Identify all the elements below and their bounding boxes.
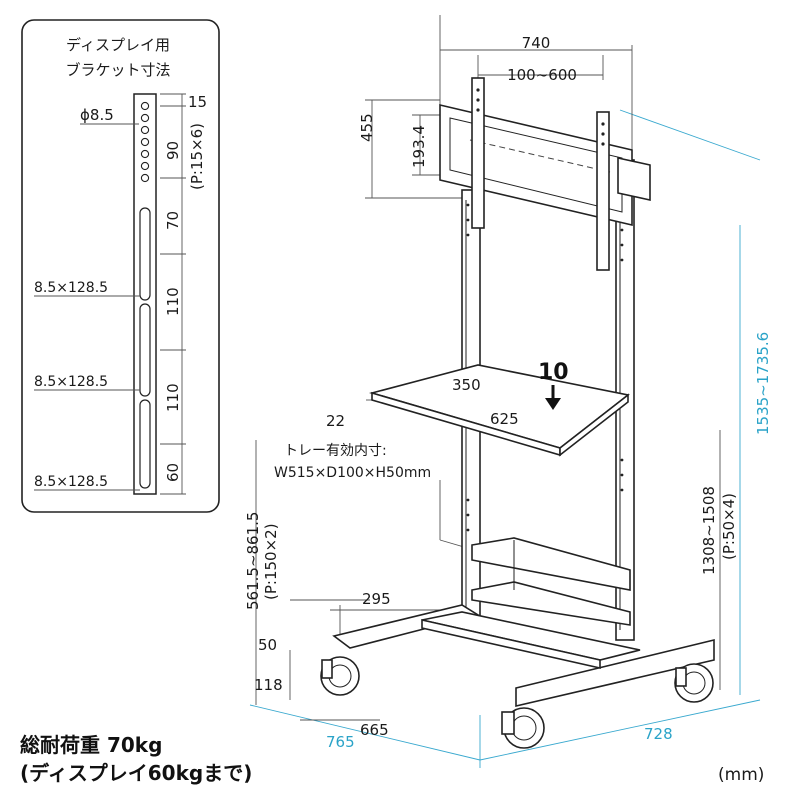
dim-shelf-height: 561.5~861.5	[244, 512, 262, 610]
dim-base-728: 728	[644, 725, 673, 743]
tray-label-line1: トレー有効内寸:	[284, 443, 387, 459]
dim-total-height: 1535~1735.6	[754, 332, 772, 435]
bracket-top-offset: 15	[188, 93, 207, 111]
unit-label: (mm)	[718, 765, 764, 785]
bracket-title-line1: ディスプレイ用	[66, 36, 170, 54]
bracket-title-line2: ブラケット寸法	[65, 61, 170, 79]
base-dimension-lines	[249, 109, 761, 768]
bracket-holes-pitch: (P:15×6)	[188, 123, 206, 190]
bracket-slot-label-3: 8.5×128.5	[34, 474, 108, 490]
left-vesa-bracket	[471, 77, 485, 229]
load-arrow-icon	[545, 398, 561, 410]
dim-width-740: 740	[522, 34, 551, 52]
bracket-hole-label: ϕ8.5	[80, 106, 114, 124]
bracket-slot-3	[139, 399, 151, 489]
total-load-line1: 総耐荷重 70kg	[20, 733, 162, 757]
bracket-panel: ディスプレイ用 ブラケット寸法 15 90	[21, 19, 220, 513]
dim-mount-height: 1308~1508	[700, 486, 718, 575]
stand-drawing	[249, 15, 761, 768]
bracket-gap-3: 110	[164, 383, 182, 412]
bracket-gap-1: 70	[164, 211, 182, 230]
dim-shelf-pitch: (P:150×2)	[262, 523, 280, 600]
base-front-bar	[515, 638, 715, 708]
dim-base-295: 295	[362, 590, 391, 608]
bracket-slot-2	[139, 303, 151, 397]
right-vesa-bracket	[596, 111, 610, 271]
dim-mount-pitch: (P:50×4)	[720, 493, 738, 560]
bracket-slot-label-2: 8.5×128.5	[34, 374, 108, 390]
dim-shelf-depth: 350	[452, 376, 481, 394]
bracket-slot-label-1: 8.5×128.5	[34, 280, 108, 296]
stand-dimension-labels: 740 100~600 455 193.4 10 350 625 22 トレー有…	[244, 34, 772, 751]
bracket-holes-span: 90	[164, 141, 182, 160]
caster-right	[674, 663, 714, 703]
dim-base-665: 665	[360, 721, 389, 739]
dim-base-765: 765	[326, 733, 355, 751]
total-load-line2: (ディスプレイ60kgまで)	[20, 761, 252, 785]
dim-height-193: 193.4	[410, 125, 428, 168]
caster-front-left	[320, 656, 360, 696]
dim-base-118: 118	[254, 676, 283, 694]
caster-front-center	[501, 707, 545, 749]
dim-base-50: 50	[258, 636, 277, 654]
dim-shelf-lip: 22	[326, 412, 345, 430]
dim-vesa-range: 100~600	[507, 66, 577, 84]
bracket-slot-1	[139, 207, 151, 301]
lower-tray	[471, 537, 631, 591]
shelf-load-label: 10	[538, 360, 569, 385]
bracket-gap-2: 110	[164, 287, 182, 316]
bracket-panel-frame	[21, 19, 220, 513]
mount-plate	[439, 103, 633, 227]
dim-height-455: 455	[358, 113, 376, 142]
bracket-holes	[140, 101, 150, 183]
bracket-bottom: 60	[164, 463, 182, 482]
dim-shelf-width: 625	[490, 410, 519, 428]
column-holes	[466, 203, 624, 532]
tray-label-line2: W515×D100×H50mm	[274, 465, 431, 481]
